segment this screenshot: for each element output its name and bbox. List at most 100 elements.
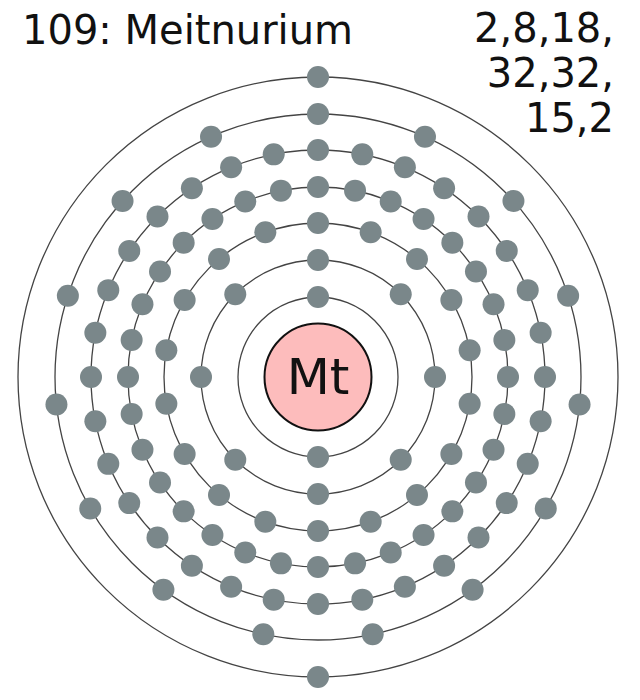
electron bbox=[307, 520, 329, 542]
electron bbox=[307, 176, 329, 198]
electron bbox=[530, 410, 552, 432]
electron bbox=[360, 221, 382, 243]
electron bbox=[465, 472, 487, 494]
electron bbox=[220, 576, 242, 598]
electron bbox=[441, 232, 463, 254]
electron bbox=[433, 555, 455, 577]
electron bbox=[174, 289, 196, 311]
electron bbox=[468, 527, 490, 549]
electron bbox=[534, 366, 556, 388]
electron bbox=[270, 180, 292, 202]
electron bbox=[344, 552, 366, 574]
electron bbox=[413, 208, 435, 230]
electron bbox=[569, 393, 591, 415]
electron bbox=[97, 279, 119, 301]
electron bbox=[497, 366, 519, 388]
electron bbox=[270, 552, 292, 574]
electron bbox=[190, 366, 212, 388]
electron bbox=[118, 492, 140, 514]
electron bbox=[234, 542, 256, 564]
electron bbox=[351, 589, 373, 611]
electron bbox=[468, 205, 490, 227]
electron bbox=[307, 556, 329, 578]
electron bbox=[483, 293, 505, 315]
electron bbox=[220, 156, 242, 178]
electron-configuration: 2,8,18, 32,32, 15,2 bbox=[439, 6, 614, 141]
electron bbox=[254, 511, 276, 533]
electron bbox=[394, 156, 416, 178]
electron bbox=[517, 279, 539, 301]
electron bbox=[121, 403, 143, 425]
electron bbox=[146, 527, 168, 549]
electron bbox=[390, 449, 412, 471]
electron bbox=[380, 190, 402, 212]
electron bbox=[307, 666, 329, 688]
electron bbox=[307, 212, 329, 234]
electron bbox=[234, 190, 256, 212]
electron bbox=[440, 289, 462, 311]
electron bbox=[557, 285, 579, 307]
electron bbox=[155, 339, 177, 361]
electron bbox=[263, 589, 285, 611]
electron bbox=[118, 240, 140, 262]
electron bbox=[502, 190, 524, 212]
electron bbox=[462, 579, 484, 601]
electron bbox=[80, 366, 102, 388]
electron bbox=[459, 339, 481, 361]
electron bbox=[45, 393, 67, 415]
electron bbox=[254, 221, 276, 243]
electron bbox=[413, 524, 435, 546]
electron bbox=[200, 126, 222, 148]
electron bbox=[152, 579, 174, 601]
electron bbox=[252, 623, 274, 645]
electron bbox=[394, 576, 416, 598]
electron bbox=[493, 403, 515, 425]
electron bbox=[307, 446, 329, 468]
electron bbox=[414, 126, 436, 148]
electron bbox=[57, 285, 79, 307]
electron bbox=[390, 283, 412, 305]
electron bbox=[380, 542, 402, 564]
electron-shells bbox=[18, 77, 618, 677]
electron bbox=[155, 393, 177, 415]
electron bbox=[483, 439, 505, 461]
electron bbox=[131, 293, 153, 315]
electron bbox=[496, 492, 518, 514]
electron bbox=[117, 366, 139, 388]
electrons bbox=[45, 66, 590, 688]
electron bbox=[441, 500, 463, 522]
electron bbox=[173, 500, 195, 522]
electron bbox=[535, 498, 557, 520]
electron bbox=[224, 283, 246, 305]
electron bbox=[406, 248, 428, 270]
electron bbox=[201, 524, 223, 546]
electron bbox=[459, 393, 481, 415]
nucleus: Mt bbox=[263, 322, 373, 432]
electron bbox=[493, 329, 515, 351]
electron bbox=[440, 443, 462, 465]
electron bbox=[149, 260, 171, 282]
electron bbox=[146, 205, 168, 227]
electron bbox=[307, 66, 329, 88]
element-symbol: Mt bbox=[263, 348, 373, 406]
electron bbox=[112, 190, 134, 212]
electron bbox=[224, 449, 246, 471]
electron bbox=[360, 511, 382, 533]
electron bbox=[181, 177, 203, 199]
electron bbox=[307, 139, 329, 161]
electron bbox=[351, 143, 373, 165]
electron bbox=[208, 484, 230, 506]
electron bbox=[307, 103, 329, 125]
electron bbox=[121, 329, 143, 351]
electron bbox=[496, 240, 518, 262]
electron bbox=[263, 143, 285, 165]
electron bbox=[84, 322, 106, 344]
electron bbox=[131, 439, 153, 461]
electron bbox=[97, 453, 119, 475]
electron bbox=[149, 472, 171, 494]
title: 109: Meitnurium bbox=[22, 6, 353, 54]
electron bbox=[208, 248, 230, 270]
electron bbox=[181, 555, 203, 577]
electron bbox=[84, 410, 106, 432]
electron bbox=[362, 623, 384, 645]
